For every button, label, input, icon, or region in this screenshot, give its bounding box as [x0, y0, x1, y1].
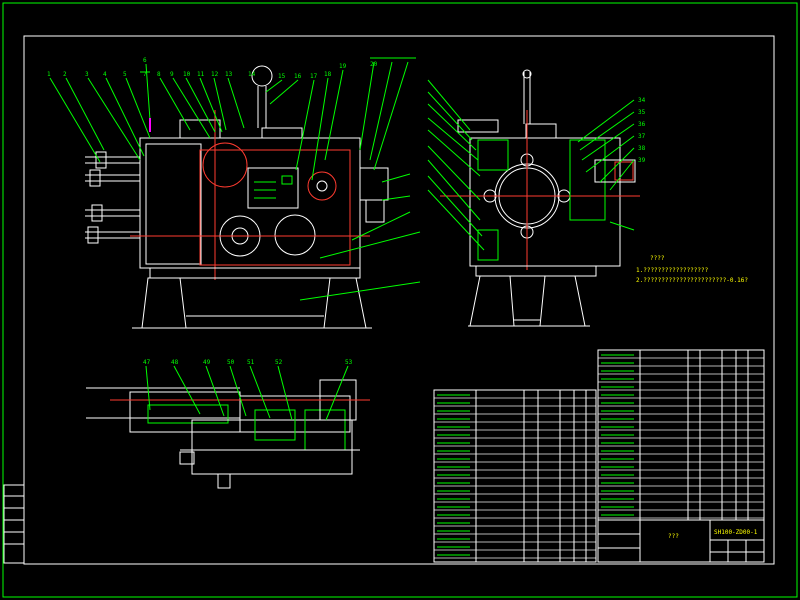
- note-line-1: 1.??????????????????: [636, 267, 709, 274]
- front-view-balloon-labels: 1 2 3 4 5 6 7 8 9 10 11 12 13 14 15 16 1…: [47, 57, 378, 80]
- balloon-52: 52: [275, 359, 283, 366]
- balloon-15: 15: [278, 73, 286, 80]
- balloon-39: 39: [638, 157, 646, 164]
- balloon-49: 49: [203, 359, 211, 366]
- title-block: ??? SH100-ZD00-1: [597, 519, 765, 563]
- section-view: [86, 379, 370, 489]
- balloon-14: 14: [248, 71, 256, 78]
- balloon-7: 7: [143, 71, 147, 78]
- side-view-gearbox: [440, 69, 640, 327]
- balloon-35: 35: [638, 109, 646, 116]
- balloon-1: 1: [47, 71, 51, 78]
- front-view-gearbox: [85, 65, 389, 329]
- balloon-18: 18: [324, 71, 332, 78]
- balloon-17: 17: [310, 73, 318, 80]
- balloon-51: 51: [247, 359, 255, 366]
- parts-list-left: [433, 389, 597, 563]
- balloon-20: 20: [370, 61, 378, 68]
- balloon-8: 8: [157, 71, 161, 78]
- balloon-11: 11: [197, 71, 205, 78]
- parts-list-right-rows: [598, 354, 764, 519]
- balloon-50: 50: [227, 359, 235, 366]
- parts-list-left-rows: [434, 394, 596, 559]
- balloon-5: 5: [123, 71, 127, 78]
- title-block-name: ???: [668, 533, 679, 540]
- balloon-19: 19: [339, 63, 347, 70]
- balloon-53: 53: [345, 359, 353, 366]
- front-view-leaders: [49, 57, 421, 301]
- side-view-balloon-labels: 34 35 36 37 38 39: [638, 97, 646, 164]
- technical-notes: ???? 1.?????????????????? 2.????????????…: [636, 255, 748, 284]
- balloon-3: 3: [85, 71, 89, 78]
- parts-list-right: [597, 349, 765, 521]
- balloon-12: 12: [211, 71, 219, 78]
- balloon-47: 47: [143, 359, 151, 366]
- balloon-36: 36: [638, 121, 646, 128]
- balloon-16: 16: [294, 73, 302, 80]
- side-view-leaders: [427, 79, 635, 251]
- section-view-leaders: [145, 365, 349, 421]
- inner-drawing-frame: [23, 35, 775, 565]
- notes-heading: ????: [650, 255, 665, 262]
- balloon-2: 2: [63, 71, 67, 78]
- balloon-37: 37: [638, 133, 646, 140]
- lifting-eye: [251, 65, 273, 87]
- balloon-34: 34: [638, 97, 646, 104]
- balloon-4: 4: [103, 71, 107, 78]
- balloon-6: 6: [143, 57, 147, 64]
- balloon-9: 9: [170, 71, 174, 78]
- balloon-38: 38: [638, 145, 646, 152]
- nameplate: [247, 167, 299, 209]
- drawing-number: SH100-ZD00-1: [714, 529, 758, 536]
- balloon-10: 10: [183, 71, 191, 78]
- balloon-48: 48: [171, 359, 179, 366]
- left-revision-strip: [3, 484, 25, 564]
- note-line-2: 2.???????????????????????-0.16?: [636, 277, 748, 284]
- section-balloon-labels: 47 48 49 50 51 52 53: [143, 359, 353, 366]
- balloon-13: 13: [225, 71, 233, 78]
